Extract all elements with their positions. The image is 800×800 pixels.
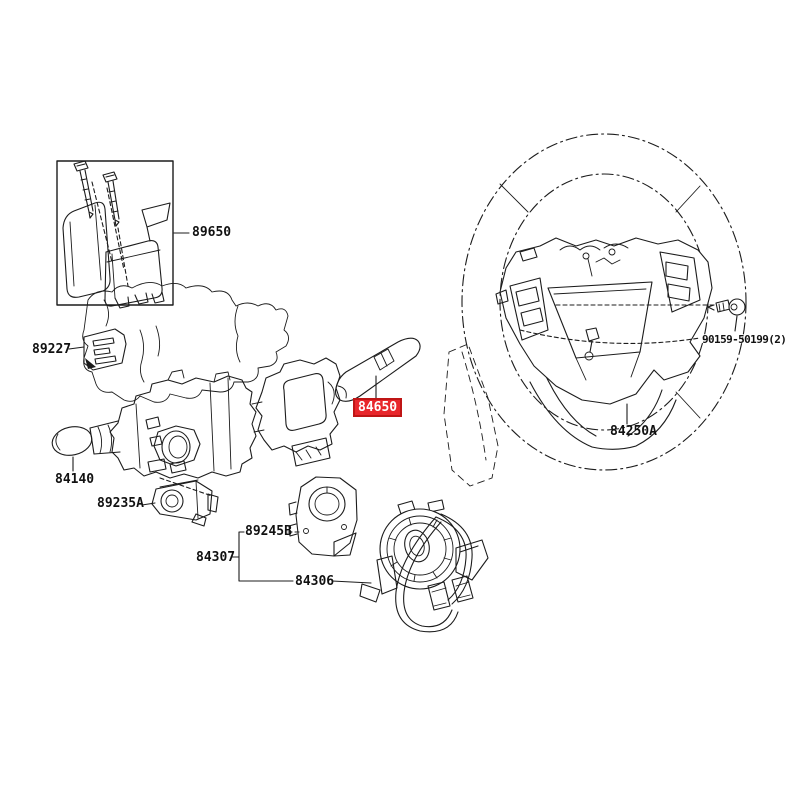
part-84250A-drawing xyxy=(495,237,713,425)
combination-switch-body-drawing xyxy=(109,369,257,497)
part-label-84140[interactable]: 84140 xyxy=(55,472,95,487)
part-89245B-drawing xyxy=(287,476,358,557)
part-90159-screw-drawing xyxy=(555,298,746,332)
part-84650-drawing xyxy=(334,337,421,402)
part-84140-drawing xyxy=(51,420,121,472)
part-89227-drawing xyxy=(68,328,127,371)
part-label-90159-50199[interactable]: 90159-50199(2) xyxy=(702,333,787,346)
bracket-84307-lines xyxy=(230,531,372,584)
part-label-89245B[interactable]: 89245B xyxy=(245,524,292,539)
column-shroud-drawing xyxy=(443,343,499,487)
wiper-switch-body-drawing xyxy=(251,357,341,467)
part-label-84307[interactable]: 84307 xyxy=(196,550,236,565)
part-89650-drawing xyxy=(56,160,174,309)
part-89235A-drawing xyxy=(141,479,219,527)
part-label-89235A[interactable]: 89235A xyxy=(97,496,144,511)
part-label-89650[interactable]: 89650 xyxy=(192,225,232,240)
part-label-84306[interactable]: 84306 xyxy=(295,574,335,589)
part-84306-drawing xyxy=(359,499,489,633)
part-label-84250A[interactable]: 84250A xyxy=(610,424,657,439)
part-label-84650-selected[interactable]: 84650 xyxy=(353,398,403,417)
part-label-89227[interactable]: 89227 xyxy=(32,342,72,357)
